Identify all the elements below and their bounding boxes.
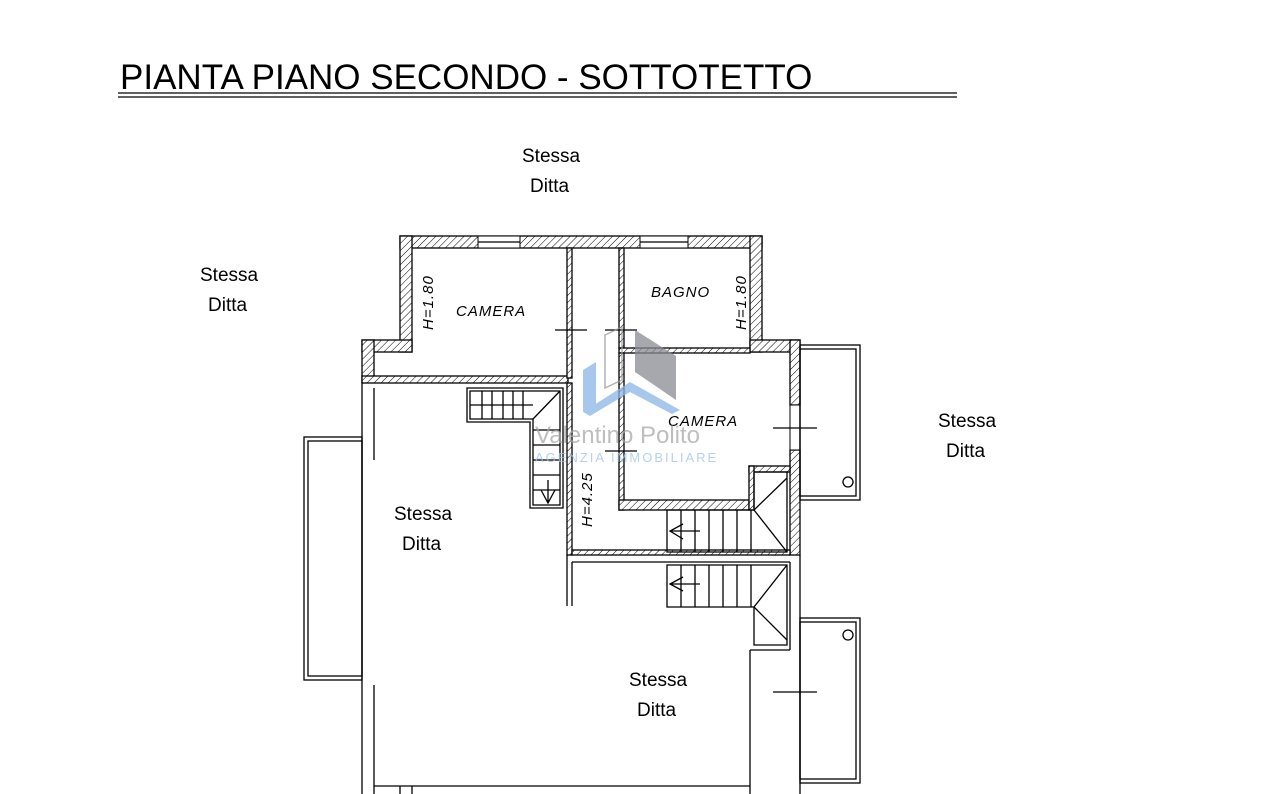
- svg-text:Ditta: Ditta: [637, 700, 677, 721]
- room-label-bagno: BAGNO: [651, 284, 710, 301]
- staircase-left: [466, 387, 564, 509]
- svg-text:Ditta: Ditta: [530, 176, 570, 197]
- drain-icon: [842, 476, 854, 488]
- plan-title-text: PIANTA PIANO SECONDO - SOTTOTETTO: [120, 58, 812, 97]
- watermark-name: Valentino Polito: [535, 422, 700, 449]
- room-label-camera-left: CAMERA: [456, 303, 526, 320]
- svg-text:Ditta: Ditta: [946, 441, 986, 462]
- staircase-right-lower: [666, 564, 788, 646]
- balcony-left: [303, 436, 363, 681]
- svg-text:Stessa: Stessa: [938, 411, 997, 432]
- svg-text:Stessa: Stessa: [394, 504, 453, 525]
- height-label-camera: H=1.80: [420, 275, 437, 330]
- neighbor-label-center-left: Stessa Ditta: [394, 504, 453, 555]
- height-label-corridor: H=4.25: [579, 472, 596, 527]
- balcony-right-lower: [799, 617, 861, 784]
- svg-text:Stessa: Stessa: [629, 670, 688, 691]
- watermark-logo: Valentino Polito AGENZIA IMMOBILIARE: [535, 325, 718, 465]
- height-label-bagno: H=1.80: [733, 275, 750, 330]
- neighbor-label-bottom: Stessa Ditta: [629, 670, 688, 721]
- svg-text:Stessa: Stessa: [522, 146, 581, 167]
- room-label-camera-right: CAMERA: [668, 413, 738, 430]
- drain-icon: [842, 629, 854, 641]
- plan-title: PIANTA PIANO SECONDO - SOTTOTETTO: [118, 58, 957, 98]
- neighbor-label-top: Stessa Ditta: [522, 146, 581, 197]
- walls: [361, 235, 801, 556]
- watermark-subtitle: AGENZIA IMMOBILIARE: [535, 450, 718, 465]
- balcony-right-upper: [799, 344, 861, 501]
- svg-text:Stessa: Stessa: [200, 265, 259, 286]
- svg-text:Ditta: Ditta: [402, 534, 442, 555]
- neighbor-label-right: Stessa Ditta: [938, 411, 997, 462]
- svg-text:Ditta: Ditta: [208, 295, 248, 316]
- staircase-right-upper: [666, 471, 788, 553]
- neighbor-label-left: Stessa Ditta: [200, 265, 259, 316]
